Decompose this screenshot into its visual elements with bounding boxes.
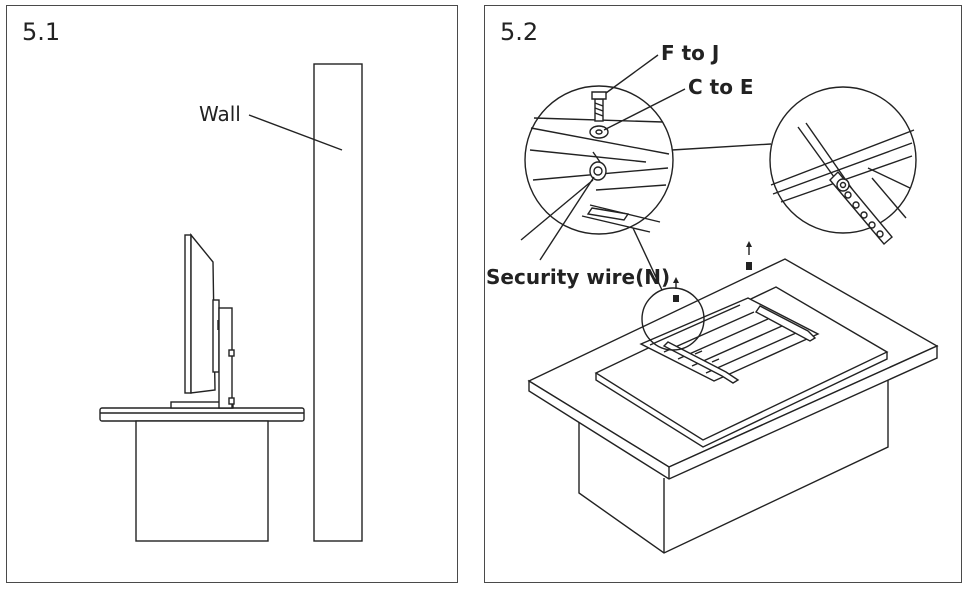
detail-connector-line — [632, 227, 663, 291]
screw-arrow-icon — [673, 277, 679, 302]
wall-label: Wall — [199, 102, 241, 126]
wall-leader-line — [248, 114, 343, 151]
screw-label: F to J — [661, 41, 719, 65]
wall — [313, 63, 363, 542]
screw-arrow-icon — [746, 241, 752, 270]
table-side-view — [99, 407, 305, 542]
tv-lying-down — [594, 286, 889, 448]
washer-label: C to E — [688, 75, 754, 99]
zoom-detail-left — [520, 85, 674, 241]
zoom-connector-line — [671, 143, 772, 151]
detail-marker-circle — [641, 287, 705, 351]
step-number: 5.1 — [22, 18, 60, 46]
tv-side-view — [170, 233, 235, 409]
step-number: 5.2 — [500, 18, 538, 46]
security-wire-label: Security wire(N) — [486, 265, 670, 289]
screw-leader-line — [605, 54, 659, 94]
security-wire-leader-line — [539, 176, 595, 261]
zoom-detail-right — [769, 86, 917, 245]
washer-leader-line — [603, 88, 686, 131]
